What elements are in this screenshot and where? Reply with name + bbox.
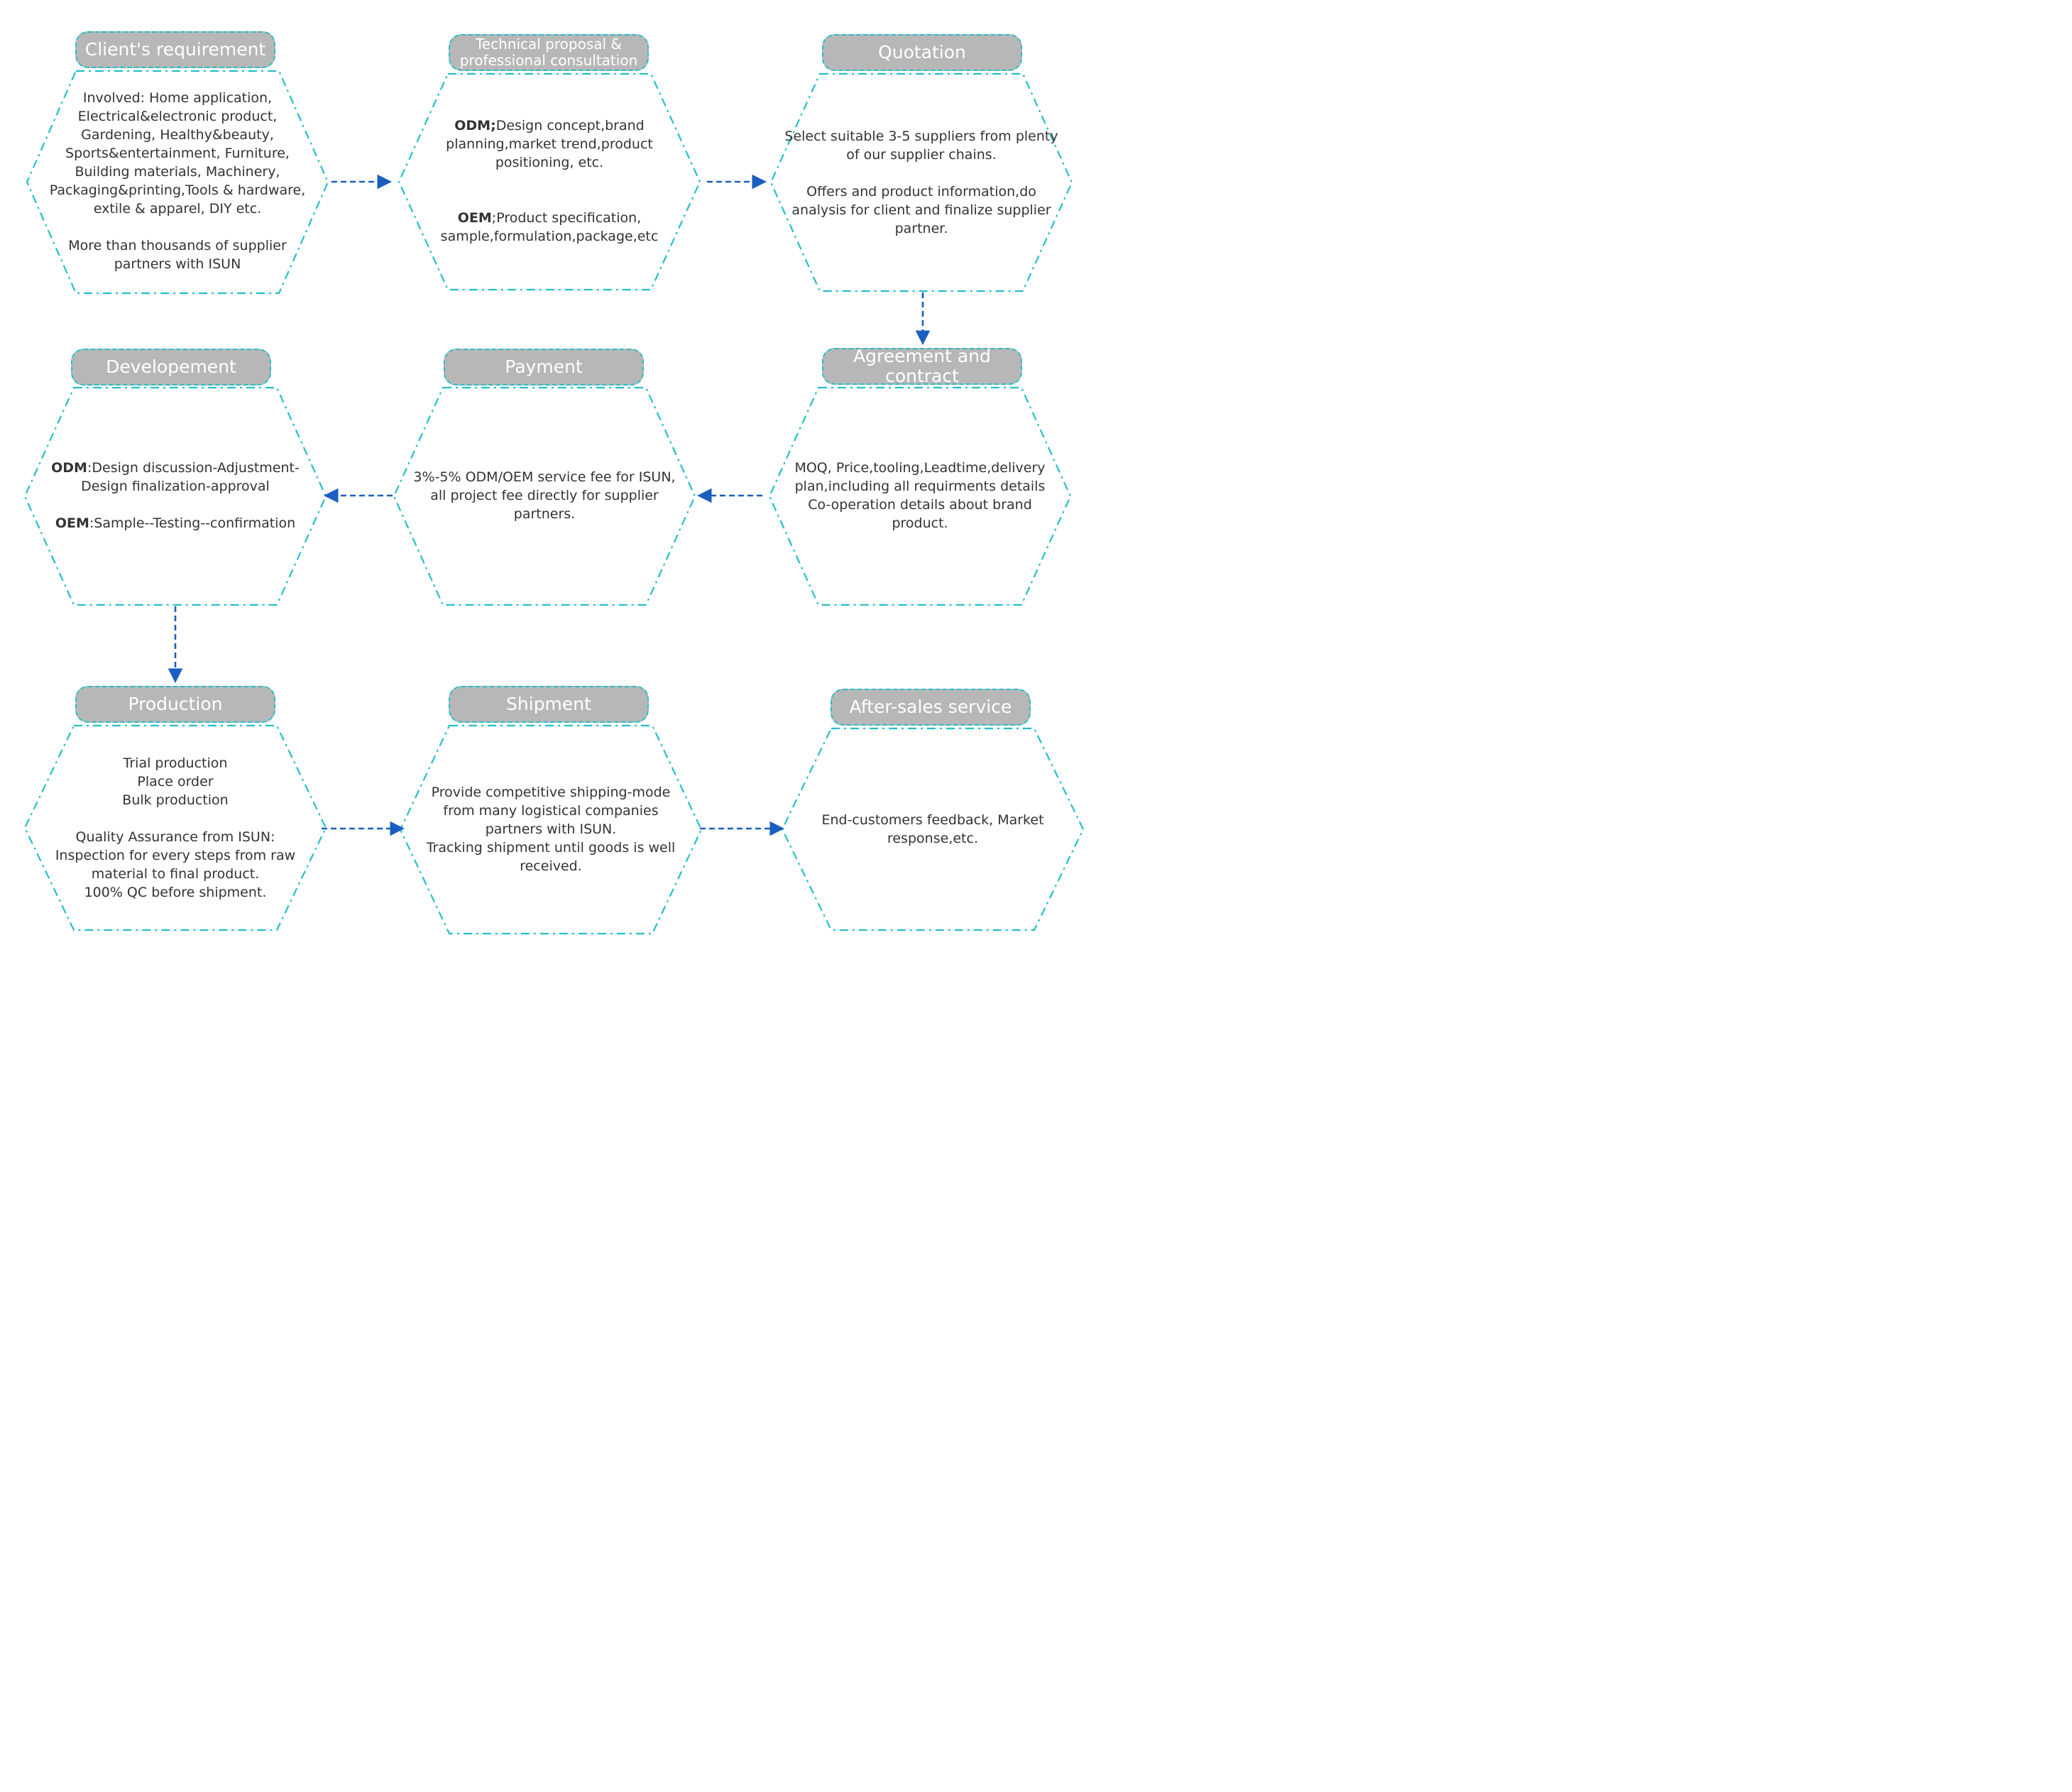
node-line: Quality Assurance from ISUN: [75, 829, 275, 845]
hexagon-technical-proposal [398, 72, 701, 291]
node-line: partners with ISUN [114, 256, 241, 272]
node-body-agreement: MOQ, Price,tooling,Leadtime,delivery pla… [735, 388, 1104, 603]
node-line: Gardening, Healthy&beauty, [81, 127, 274, 143]
node-body-payment: 3%-5% ODM/OEM service fee for ISUN, all … [360, 388, 729, 603]
node-line: product. [892, 515, 948, 531]
node-line: partners. [513, 506, 576, 522]
node-line: material to final product. [91, 866, 260, 882]
node-title-clients-requirement: Client's requirement [75, 31, 275, 68]
node-line: of our supplier chains. [846, 147, 997, 163]
node-title-agreement: Agreement and contract [822, 346, 1022, 386]
node-line: OEM;Product specification, [458, 209, 642, 227]
node-title-after-sales: After-sales service [831, 689, 1031, 726]
node-body-after-sales: End-customers feedback, Market response,… [748, 728, 1117, 930]
node-line: :Sample--Testing--confirmation [89, 515, 296, 531]
node-line: Sports&entertainment, Furniture, [65, 146, 290, 161]
node-line: :Design discussion-Adjustment- [87, 460, 300, 476]
node-line: analysis for client and finalize supplie… [791, 202, 1051, 218]
node-line: partner. [894, 221, 948, 236]
node-line: More than thousands of supplier [68, 238, 287, 253]
process-flow-diagram: Involved: Home application, Electrical&e… [0, 0, 1107, 957]
node-line: Design finalization-approval [81, 479, 270, 494]
node-body-production: Trial production Place order Bulk produc… [0, 726, 360, 930]
hexagon-production [23, 724, 327, 931]
node-line: Involved: Home application, [82, 90, 273, 106]
node-line: 100% QC before shipment. [84, 885, 267, 900]
odm-label: ODM; [454, 118, 496, 133]
node-line: Provide competitive shipping-mode [431, 785, 671, 800]
node-body-shipment: Provide competitive shipping-mode from m… [366, 726, 735, 933]
node-line: End-customers feedback, Market [821, 812, 1044, 828]
node-line: Trial production [123, 755, 228, 771]
node-line: Inspection for every steps from raw [55, 848, 296, 863]
node-title-quotation: Quotation [822, 34, 1022, 71]
hexagon-developement [23, 386, 327, 606]
node-title-production: Production [75, 686, 275, 723]
node-line: extile & apparel, DIY etc. [93, 201, 262, 217]
node-line: ODM;Design concept,brand [454, 116, 645, 135]
node-line: Packaging&printing,Tools & hardware, [49, 182, 306, 198]
node-line: all project fee directly for supplier [430, 488, 659, 503]
node-line: OEM:Sample--Testing--confirmation [55, 514, 295, 532]
node-body-developement: ODM:Design discussion-Adjustment- Design… [0, 388, 360, 603]
node-line: Bulk production [122, 792, 229, 808]
hexagon-clients-requirement [26, 70, 329, 295]
node-body-clients-requirement: Involved: Home application, Electrical&e… [0, 71, 362, 291]
hexagon-payment [393, 386, 696, 606]
node-line: Design concept,brand [495, 118, 645, 133]
node-line: planning,market trend,product [446, 136, 653, 152]
node-line: Building materials, Machinery, [75, 164, 280, 180]
hexagon-agreement [768, 386, 1072, 606]
node-line: Electrical&electronic product, [77, 109, 278, 124]
hexagon-quotation [769, 72, 1073, 293]
node-line: plan,including all requirments details [794, 479, 1046, 494]
node-line: sample,formulation,package,etc [440, 229, 659, 244]
node-line: 3%-5% ODM/OEM service fee for ISUN, [413, 469, 676, 485]
node-line: ;Product specification, [491, 210, 642, 226]
diagram-lines [23, 70, 1085, 935]
node-body-quotation: Select suitable 3-5 suppliers from plent… [737, 74, 1106, 291]
node-line: positioning, etc. [495, 155, 604, 170]
oem-label: OEM [457, 210, 492, 226]
node-line: Tracking shipment until goods is well [426, 840, 676, 856]
node-line: from many logistical companies [443, 803, 659, 819]
node-line: Co-operation details about brand [808, 497, 1032, 513]
node-line: response,etc. [887, 831, 978, 846]
node-line: received. [520, 858, 582, 874]
node-title-payment: Payment [444, 349, 644, 386]
node-line: Place order [137, 774, 214, 790]
node-title-shipment: Shipment [449, 686, 649, 723]
node-line: Offers and product information,do [806, 184, 1036, 200]
node-title-technical-proposal: Technical proposal & professional consul… [449, 34, 649, 71]
node-line: partners with ISUN. [485, 821, 617, 837]
node-line: Select suitable 3-5 suppliers from plent… [784, 129, 1058, 144]
oem-label: OEM [55, 515, 89, 531]
node-line: ODM:Design discussion-Adjustment- [51, 459, 300, 477]
odm-label: ODM [51, 460, 87, 476]
node-body-technical-proposal: ODM;Design concept,brand planning,market… [365, 74, 734, 288]
node-title-developement: Developement [71, 349, 271, 386]
node-line: MOQ, Price,tooling,Leadtime,delivery [794, 460, 1046, 476]
